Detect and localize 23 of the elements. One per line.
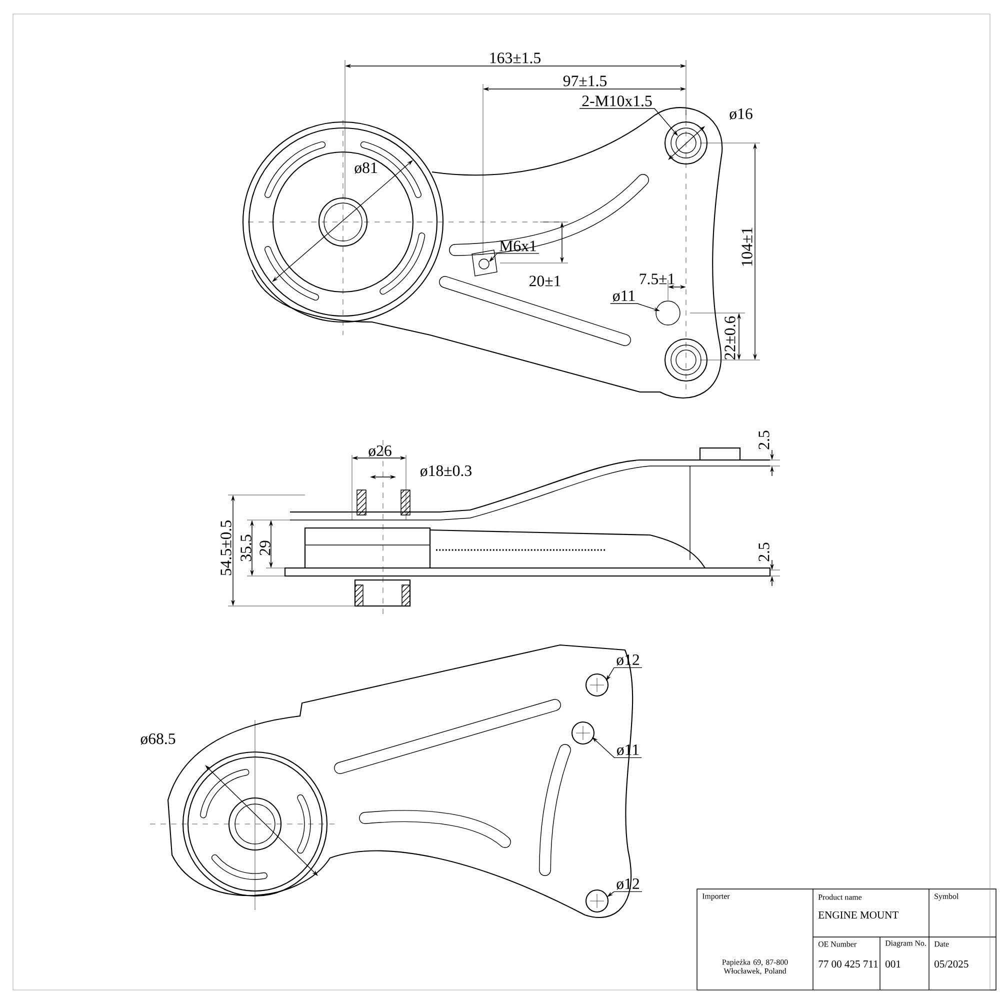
field-value: ENGINE MOUNT <box>818 911 898 919</box>
field-value: 77 00 425 711 <box>818 960 878 968</box>
dimension-label: 163±1.5 <box>490 52 540 64</box>
field-value: 05/2025 <box>934 960 968 968</box>
dimension-label: 22±0.6 <box>724 316 736 360</box>
thread-label: M6x1 <box>500 240 536 252</box>
dimension-label: 54.5±0.5 <box>220 520 232 576</box>
dimension-label: ø11 <box>613 290 635 302</box>
dimension-label: ø18±0.3 <box>420 465 472 477</box>
dimension-label: 29 <box>260 540 270 556</box>
dimension-label: 2.5 <box>758 430 770 450</box>
dimension-label: 7.5±1 <box>640 274 674 284</box>
dimension-label: 35.5 <box>240 534 252 562</box>
dimension-label: 20±1 <box>530 276 560 286</box>
dimension-label: ø16 <box>730 108 752 120</box>
thread-label: 2-M10x1.5 <box>582 96 652 106</box>
dimension-label: ø81 <box>354 162 377 174</box>
dimension-label: 104±1 <box>742 228 752 266</box>
dimension-label: ø26 <box>368 445 392 457</box>
dimension-label: ø68.5 <box>140 733 176 745</box>
dimension-label: 97±1.5 <box>563 76 607 86</box>
dimension-label: 2.5 <box>758 542 770 562</box>
field-value: 001 <box>886 960 900 968</box>
